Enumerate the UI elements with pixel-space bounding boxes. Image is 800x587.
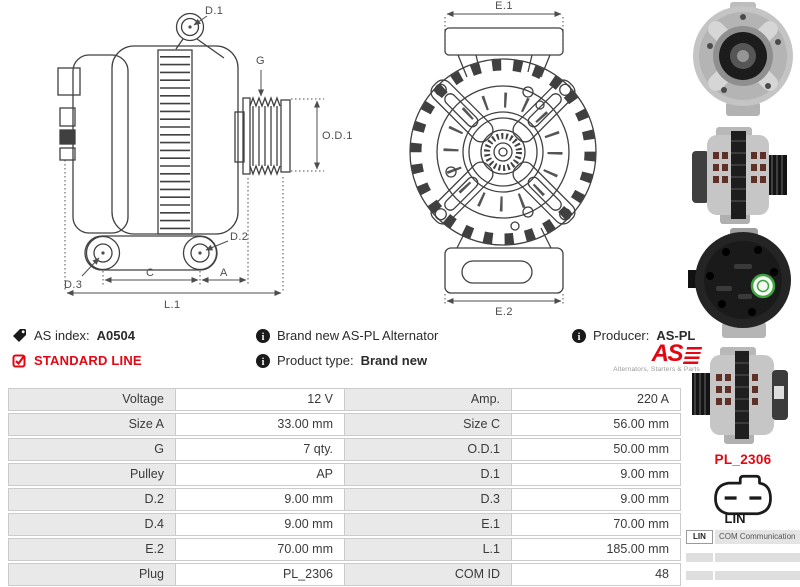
product-photo-front-view[interactable] [686,2,800,123]
plug-reference-link[interactable]: PL_2306 [714,452,772,467]
product-photo-rear-view[interactable] [686,228,800,345]
spec-value: 33.00 mm [175,413,345,436]
spec-label: E.2 [8,538,176,561]
plug-type-label: LIN [724,511,746,526]
standard-line-row: STANDARD LINE [12,353,142,368]
product-type-row: i Product type: Brand new [256,353,427,368]
com-table-placeholder-row [686,553,800,562]
dim-label-l1: L.1 [164,299,181,311]
product-photo-side-view-pulley-right[interactable] [686,124,800,231]
dim-label-d3: D.3 [64,279,82,291]
spec-value: 185.00 mm [511,538,681,561]
placeholder-bar [715,553,800,562]
spec-row: Voltage 12 V Amp. 220 A [8,388,682,411]
info-icon: i [256,353,270,368]
spec-label: D.3 [344,488,512,511]
product-photo-side-view-pulley-left[interactable] [686,344,800,451]
dim-label-a: A [220,267,228,279]
checkbox-check-icon [12,354,26,368]
spec-value: 9.00 mm [511,463,681,486]
spec-value: PL_2306 [175,563,345,586]
svg-text:i: i [262,356,265,367]
spec-label: D.1 [344,463,512,486]
spec-label: Pulley [8,463,176,486]
brand-new-row: i Brand new AS-PL Alternator [256,328,438,343]
spec-value: 48 [511,563,681,586]
spec-label: Plug [8,563,176,586]
spec-value: 7 qty. [175,438,345,461]
info-icon: i [256,328,270,343]
spec-value: 12 V [175,388,345,411]
spec-label: D.2 [8,488,176,511]
dim-label-e1: E.1 [495,0,513,12]
spec-row: Plug PL_2306 COM ID 48 [8,563,682,586]
spec-value: 9.00 mm [511,488,681,511]
dim-label-d1: D.1 [205,5,223,17]
spec-row: Size A 33.00 mm Size C 56.00 mm [8,413,682,436]
com-compatibility-table: LIN COM Communication [686,530,800,580]
spec-value: 50.00 mm [511,438,681,461]
as-pl-logo-text: AS [651,340,684,367]
spec-value: AP [175,463,345,486]
spec-row: E.2 70.00 mm L.1 185.00 mm [8,538,682,561]
dim-label-c: C [146,267,154,279]
spec-label: D.4 [8,513,176,536]
dim-label-e2: E.2 [495,306,513,318]
technical-drawing-side-view: D.1 G O.D.1 D.2 D.3 C A L.1 [57,5,353,311]
plug-diagram[interactable] [710,472,776,518]
standard-line-badge: STANDARD LINE [34,353,142,368]
spec-value: 9.00 mm [175,488,345,511]
dim-label-d2: D.2 [230,231,248,243]
dim-label-od1: O.D.1 [322,130,353,142]
spec-value: 9.00 mm [175,513,345,536]
producer-value: AS-PL [656,328,696,343]
spec-label: E.1 [344,513,512,536]
placeholder-bar [686,571,713,580]
com-table-placeholder-row [686,571,800,580]
spec-value: 70.00 mm [511,513,681,536]
tag-icon [13,329,26,342]
technical-drawing-front-view: E.1 E.2 [409,0,597,318]
spec-label: COM ID [344,563,512,586]
spec-row: D.2 9.00 mm D.3 9.00 mm [8,488,682,511]
spec-row: G 7 qty. O.D.1 50.00 mm [8,438,682,461]
dim-label-g: G [256,55,265,67]
as-index-label: AS index: [34,328,90,343]
as-index-value: A0504 [96,328,135,343]
spec-value: 56.00 mm [511,413,681,436]
info-icon: i [572,328,586,343]
product-type-label: Product type: [277,353,354,368]
com-table-header-description: COM Communication [715,530,800,544]
as-pl-logo-caption: Alternators, Starters & Parts [613,366,700,373]
spec-label: Voltage [8,388,176,411]
as-pl-logo: AS Alternators, Starters & Parts [600,340,703,373]
spec-label: Size C [344,413,512,436]
svg-text:i: i [262,331,265,342]
spec-row: D.4 9.00 mm E.1 70.00 mm [8,513,682,536]
spec-row: Pulley AP D.1 9.00 mm [8,463,682,486]
com-table-header-lin: LIN [686,530,713,544]
com-table-header: LIN COM Communication [686,530,800,544]
svg-text:i: i [578,331,581,342]
producer-label: Producer: [593,328,650,343]
spec-label: G [8,438,176,461]
spec-label: O.D.1 [344,438,512,461]
product-type-value: Brand new [360,353,428,368]
brand-new-text: Brand new AS-PL Alternator [277,328,439,343]
spec-value: 220 A [511,388,681,411]
placeholder-bar [715,571,800,580]
spec-label: Size A [8,413,176,436]
placeholder-bar [686,553,713,562]
spec-label: Amp. [344,388,512,411]
product-photo-column: PL_2306 LIN LIN COM Communication [686,0,800,587]
as-index-row: AS index: A0504 [12,328,135,343]
specifications-table: Voltage 12 V Amp. 220 A Size A 33.00 mm … [8,388,682,587]
spec-value: 70.00 mm [175,538,345,561]
spec-label: L.1 [344,538,512,561]
producer-row: i Producer: AS-PL [572,328,695,343]
